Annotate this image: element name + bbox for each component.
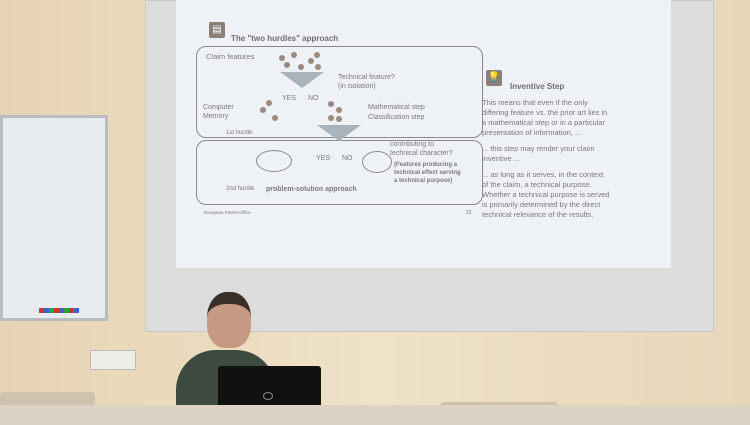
laptop [218, 366, 321, 408]
projected-slide: ▤ The "two hurdles" approach Claim featu… [176, 0, 671, 268]
slide-footer: European Patent Office [204, 210, 251, 215]
lightbulb-icon: 💡 [486, 70, 502, 86]
slide-page-number: 21 [466, 210, 472, 216]
bullet-3: ... as long as it serves, in the context… [482, 170, 662, 220]
psa-label: problem-solution approach [266, 186, 357, 193]
yes-label-2: YES [316, 155, 330, 162]
contrib-label-1: contributing to [390, 141, 434, 148]
chair-left [0, 392, 95, 406]
no-label-1: NO [308, 95, 319, 102]
bullet-2: ... this step may render your claiminven… [482, 144, 662, 164]
computer-label: Computer [203, 104, 234, 111]
slide-title: The "two hurdles" approach [231, 34, 338, 43]
wall-outlet [90, 350, 136, 370]
feat-label-2: technical effect serving [394, 170, 461, 176]
funnel-2 [317, 125, 361, 141]
slide-icon: ▤ [209, 22, 225, 38]
hurdle2-label: 2nd hurdle [226, 186, 254, 192]
whiteboard [0, 115, 108, 321]
ellipse-right [362, 151, 392, 173]
yes-label-1: YES [282, 95, 296, 102]
side-title: Inventive Step [510, 82, 564, 91]
classification-step-label: Classification step [368, 114, 424, 121]
math-step-label: Mathematical step [368, 104, 425, 111]
in-isolation-label: (in isolation) [338, 83, 376, 90]
ellipse-left [256, 150, 292, 172]
claim-features-label: Claim features [206, 52, 254, 61]
bullet-1: This means that even if the onlydifferin… [482, 98, 662, 138]
memory-label: Memory [203, 113, 228, 120]
feat-label-3: a technical purpose) [394, 178, 452, 184]
technical-feature-label: Technical feature? [338, 74, 395, 81]
contrib-label-2: technical character? [390, 150, 453, 157]
no-label-2: NO [342, 155, 353, 162]
feat-label-1: (Features producing a [394, 162, 457, 168]
magnets [39, 308, 79, 313]
presenter-head [207, 292, 251, 348]
laptop-logo-icon [263, 392, 273, 400]
hurdle1-label: 1st hurdle [226, 130, 252, 136]
table [0, 405, 750, 425]
bullet-list: This means that even if the onlydifferin… [482, 98, 662, 220]
funnel-1 [280, 72, 324, 88]
